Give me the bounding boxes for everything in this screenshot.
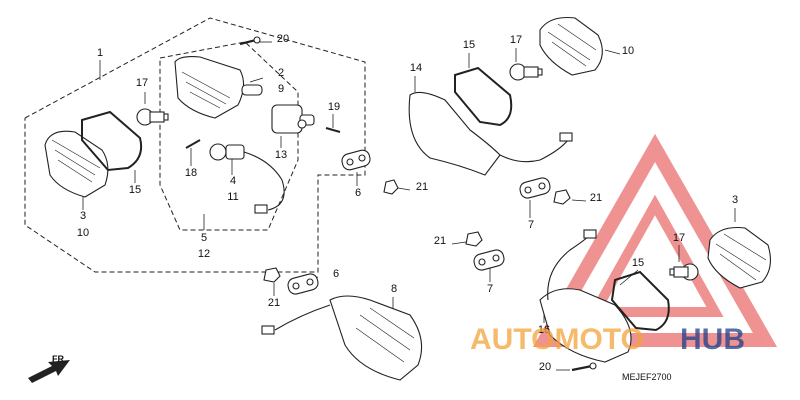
direction-label: FR. (52, 354, 67, 364)
callout-labels: 1293104115126677813141515151617171718192… (77, 33, 738, 373)
callout-c21c: 21 (434, 235, 446, 247)
watermark-part2: HUB (680, 323, 745, 356)
screw-20-bottom (571, 364, 593, 372)
grommet-6-upper (341, 149, 371, 171)
watermark-part1: AUTOMOTO (470, 323, 644, 356)
housing-upper (174, 56, 245, 119)
bulb-left (136, 108, 169, 126)
grommet-7-upper (519, 177, 551, 199)
screw-20-top (239, 38, 257, 46)
callout-c9: 9 (278, 83, 284, 95)
nut-21-c (465, 231, 483, 247)
callout-c21d: 21 (268, 297, 280, 309)
grommet-6-lower (287, 273, 319, 295)
turn-signal-14 (408, 91, 501, 176)
lens-right (707, 226, 771, 289)
front-direction-arrow: FR. (28, 354, 70, 383)
lens-top-right (539, 16, 603, 76)
callout-c21b: 21 (590, 192, 602, 204)
callout-c13: 13 (275, 149, 287, 161)
callout-c15c: 15 (632, 257, 644, 269)
bulb-right-lower (669, 263, 699, 281)
callout-c3b: 3 (732, 194, 738, 206)
turn-signal-8 (329, 295, 423, 381)
callout-c4: 4 (230, 175, 236, 187)
callout-c10a: 10 (77, 227, 89, 239)
callout-c7b: 7 (487, 283, 493, 295)
callout-c14: 14 (410, 62, 422, 74)
socket-4 (209, 143, 285, 214)
watermark-text: AUTOMOTO HUB (470, 323, 745, 356)
callout-c2: 2 (278, 67, 284, 79)
callout-c10b: 10 (622, 45, 634, 57)
callout-c7a: 7 (528, 219, 534, 231)
callout-c17c: 17 (673, 232, 685, 244)
callout-c8: 8 (391, 283, 397, 295)
callout-c15a: 15 (129, 184, 141, 196)
callout-c3a: 3 (80, 210, 86, 222)
callout-c18: 18 (185, 167, 197, 179)
nut-21-d (263, 267, 281, 283)
socket-13 (271, 104, 315, 134)
callout-c6b: 6 (333, 268, 339, 280)
callout-c15b: 15 (463, 39, 475, 51)
nut-21-b (553, 189, 571, 205)
gasket-left (81, 110, 143, 172)
callout-c21a: 21 (416, 181, 428, 193)
callout-c20b: 20 (539, 361, 551, 373)
callout-c5: 5 (201, 232, 207, 244)
callout-c20a: 20 (277, 33, 289, 45)
diagram-code: MEJEF2700 (622, 372, 672, 382)
callout-c17b: 17 (510, 34, 522, 46)
screw-19 (325, 127, 341, 133)
callout-c17a: 17 (136, 77, 148, 89)
dashed-assembly-outline (24, 17, 366, 273)
callout-c12: 12 (198, 248, 210, 260)
callout-c6a: 6 (355, 187, 361, 199)
callout-c19: 19 (328, 101, 340, 113)
callout-c11: 11 (227, 191, 238, 203)
callout-c16: 16 (538, 324, 550, 336)
callout-c1: 1 (97, 47, 103, 59)
gasket-right-upper (454, 66, 513, 127)
bulb-right-upper (509, 63, 543, 81)
part-drawings (44, 16, 771, 381)
grommet-7-lower (473, 249, 505, 271)
nut-21-a (383, 179, 399, 195)
screw-18 (185, 139, 201, 149)
turn-signal-16 (539, 288, 632, 363)
gasket-right-lower (610, 270, 670, 332)
